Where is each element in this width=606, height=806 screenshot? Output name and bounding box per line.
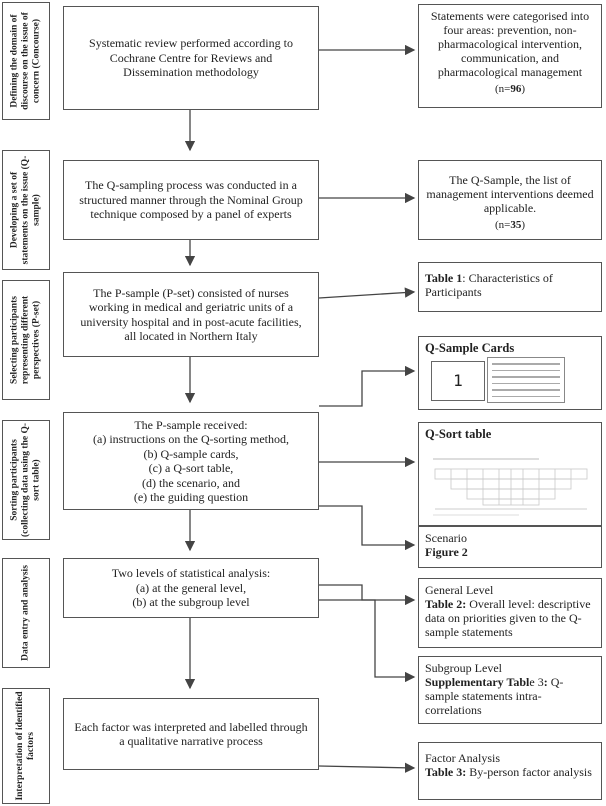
side-label-p-set: Selecting participants representing diff… [2,280,50,400]
statistical-analysis-box: Two levels of statistical analysis: (a) … [63,558,319,618]
arrow-right-table1 [318,287,416,299]
systematic-review-box: Systematic review performed according to… [63,6,319,110]
arrow-subgroup [319,599,416,683]
side-label-sorting: Sorting participants (collecting data us… [2,420,50,540]
q-card-number: 1 [431,361,485,401]
q-sampling-box: The Q-sampling process was conducted in … [63,160,319,240]
side-label-q-sample: Developing a set of statements on the is… [2,150,50,270]
interpretation-box: Each factor was interpreted and labelled… [63,698,319,770]
q-card-text-image [487,357,565,403]
p-sample-box: The P-sample (P-set) consisted of nurses… [63,272,319,357]
arrow-general [319,584,416,606]
q-sample-box: The Q-Sample, the list of management int… [418,160,602,240]
factor-analysis-box: Factor Analysis Table 3: By-person facto… [418,742,602,800]
q-sample-cards-box: Q-Sample Cards 1 [418,336,602,410]
table1-box: Table 1: Characteristics of Participants [418,262,602,312]
arrow-right-factor [318,762,416,774]
statements-count: (n=96) [494,83,526,95]
q-sort-grid-image [433,458,588,516]
arrow-scenario [319,505,416,551]
scenario-box: Scenario Figure 2 [418,526,602,568]
side-label-concourse: Defining the domain of discourse on the … [2,2,50,120]
statements-box: Statements were categorised into four ar… [418,4,602,108]
side-label-data-entry: Data entry and analysis [2,558,50,668]
q-sample-count: (n=35) [494,219,526,231]
general-level-box: General Level Table 2: Overall level: de… [418,578,602,648]
p-sample-received-box: The P-sample received: (a) instructions … [63,412,319,510]
arrow-cards [319,365,416,407]
side-label-interpretation: Interpretation of identified factors [2,688,50,804]
subgroup-level-box: Subgroup Level Supplementary Table 3: Q-… [418,656,602,724]
q-sort-table-box: Q-Sort table [418,422,602,526]
